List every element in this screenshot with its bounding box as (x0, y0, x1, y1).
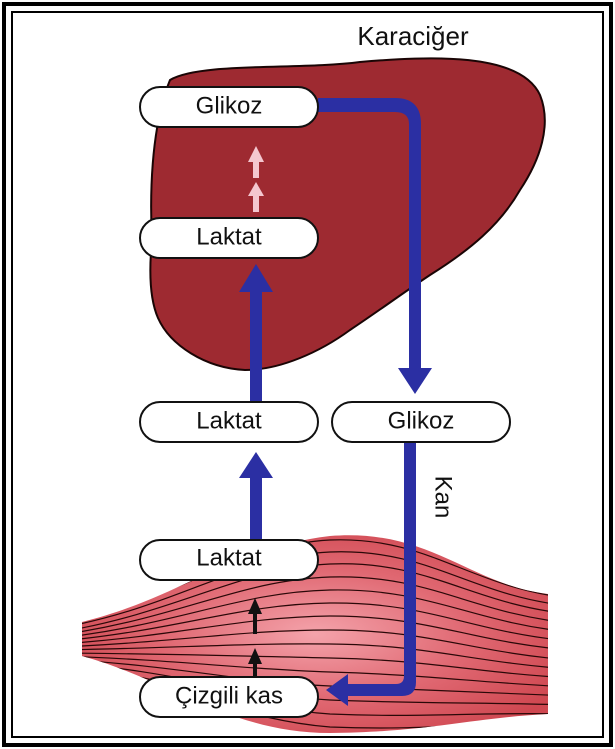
blood-lactate-label: Laktat (196, 407, 262, 434)
liver-lactate-node: Laktat (140, 218, 318, 258)
muscle-label: Çizgili kas (175, 682, 283, 709)
liver-glucose-label: Glikoz (196, 92, 263, 119)
blood-lactate-node: Laktat (140, 402, 318, 442)
blood-glucose-node: Glikoz (332, 402, 510, 442)
muscle-lactate-node: Laktat (140, 540, 318, 580)
muscle-node: Çizgili kas (140, 677, 318, 717)
muscle-lactate-label: Laktat (196, 544, 262, 571)
blood-label: Kan (430, 476, 457, 519)
liver-title: Karaciğer (357, 21, 469, 51)
liver-glucose-node: Glikoz (140, 87, 318, 127)
liver-lactate-label: Laktat (196, 223, 262, 250)
blood-glucose-label: Glikoz (388, 407, 455, 434)
